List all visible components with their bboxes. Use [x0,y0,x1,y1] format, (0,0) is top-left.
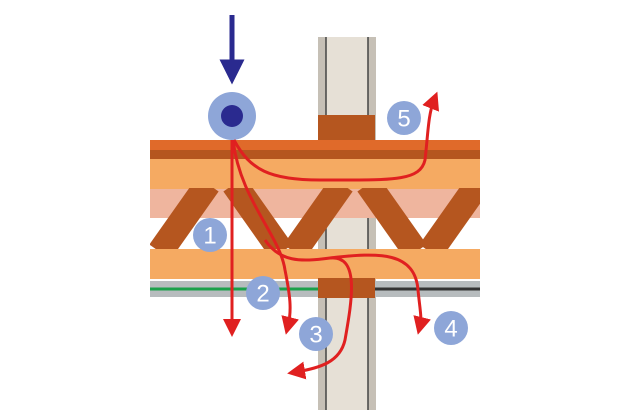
svg-text:2: 2 [256,281,269,308]
path-4 [329,253,431,335]
path-2 [231,139,299,335]
badge-3: 3 [299,317,333,351]
source-dot [221,105,243,127]
path-5 [232,91,440,182]
badge-5: 5 [387,101,421,135]
via-post [318,37,376,410]
via-bottom-pad [318,278,375,298]
pcb-layers [150,140,480,297]
signal-paths [223,91,440,380]
svg-text:5: 5 [397,106,410,133]
top-copper-layer [150,140,480,150]
laminate-bottom-layer [150,249,480,279]
svg-text:1: 1 [203,223,216,250]
path-3 [263,239,354,380]
top-copper-inner-layer [150,150,480,159]
badge-1: 1 [193,218,227,252]
laminate-top-layer [150,159,480,189]
badge-4: 4 [434,311,468,345]
svg-text:4: 4 [444,316,457,343]
svg-text:3: 3 [309,322,322,349]
via-top-pad [318,115,375,141]
badge-2: 2 [246,276,280,310]
